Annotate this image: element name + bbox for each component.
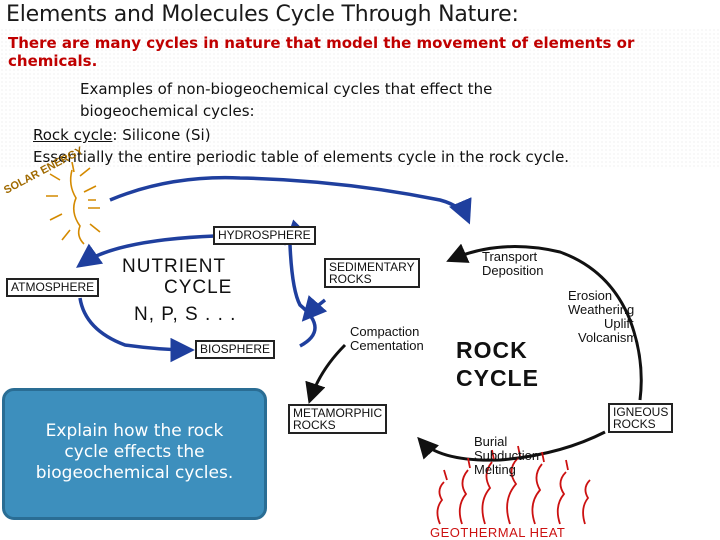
body-line-1: Examples of non-biogeochemical cycles th…: [80, 80, 493, 98]
body-line-3: Rock cycle: Silicone (Si): [33, 126, 211, 144]
metamorphic-line2: ROCKS: [293, 418, 336, 432]
compaction-label: Compaction: [350, 324, 420, 339]
metamorphic-line1: METAMORPHIC: [293, 406, 383, 420]
body-line-2: biogeochemical cycles:: [80, 102, 255, 120]
body-line-4: Essentially the entire periodic table of…: [33, 148, 570, 166]
rock-cycle-title-line2: CYCLE: [456, 365, 539, 391]
volcanism-label: Volcanism: [578, 330, 638, 345]
igneous-line2: ROCKS: [613, 417, 656, 431]
rock-cycle-title-line1: ROCK: [456, 337, 528, 363]
weathering-label: Weathering: [568, 302, 635, 317]
callout-line2: cycle effects the: [64, 442, 205, 462]
sedimentary-rocks-box: SEDIMENTARY ROCKS: [324, 258, 420, 288]
sedimentary-line1: SEDIMENTARY: [329, 260, 415, 274]
slide-subtitle: There are many cycles in nature that mod…: [8, 34, 635, 70]
nutrient-title-line1: NUTRIENT: [122, 256, 227, 277]
question-callout: Explain how the rock cycle effects the b…: [2, 388, 267, 520]
transport-label: Transport: [482, 249, 538, 264]
uplift-label: Uplift: [604, 316, 634, 331]
sun-icon: [46, 161, 101, 245]
slide-title: Elements and Molecules Cycle Through Nat…: [6, 2, 519, 27]
header-texture: [0, 28, 720, 168]
cementation-label: Cementation: [350, 338, 424, 353]
nutrient-elements: N, P, S . . .: [134, 304, 237, 325]
melting-label: Melting: [474, 462, 516, 477]
metamorphic-rocks-box: METAMORPHIC ROCKS: [288, 404, 388, 434]
rock-cycle-element: : Silicone (Si): [112, 126, 211, 144]
hydrosphere-box: HYDROSPHERE: [213, 226, 316, 245]
igneous-line1: IGNEOUS: [613, 405, 669, 419]
igneous-rocks-box: IGNEOUS ROCKS: [608, 403, 674, 433]
subduction-label: Subduction: [474, 448, 540, 463]
nutrient-title-line2: CYCLE: [164, 277, 233, 298]
erosion-label: Erosion: [568, 288, 613, 303]
callout-text: Explain how the rock cycle effects the b…: [5, 421, 264, 484]
callout-line1: Explain how the rock: [45, 421, 224, 441]
sedimentary-line2: ROCKS: [329, 272, 372, 286]
atmosphere-box: ATMOSPHERE: [6, 278, 100, 297]
biosphere-box: BIOSPHERE: [195, 340, 276, 359]
rock-cycle-arrows: [305, 243, 643, 462]
deposition-label: Deposition: [482, 263, 544, 278]
geothermal-flames: [436, 445, 591, 525]
rock-cycle-term: Rock cycle: [33, 126, 113, 144]
geothermal-heat-label: GEOTHERMAL HEAT: [430, 525, 566, 540]
callout-line3: biogeochemical cycles.: [35, 463, 234, 483]
burial-label: Burial: [474, 434, 508, 449]
